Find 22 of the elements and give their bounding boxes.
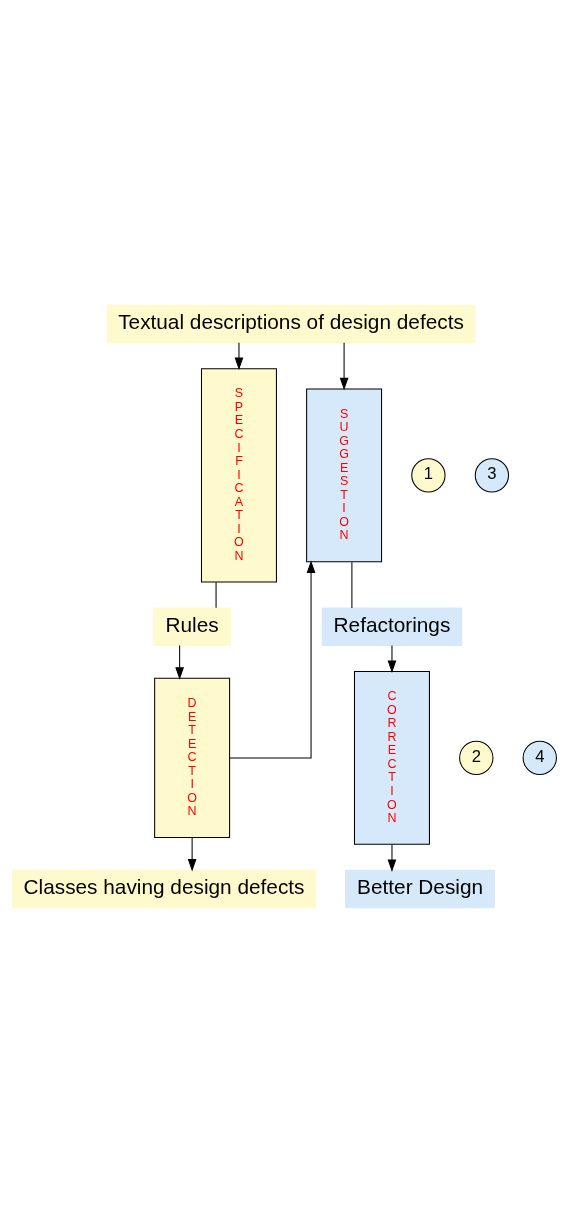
node-circle: 1	[411, 457, 446, 492]
node-circle: 4	[522, 740, 557, 775]
arrow	[175, 644, 184, 680]
node-box: Classes having design defects	[12, 869, 316, 908]
arrow	[229, 559, 316, 758]
arrow	[187, 836, 197, 872]
node-box: Rules	[153, 607, 232, 646]
arrow	[387, 843, 397, 872]
node-box: Textual descriptions of design defects	[106, 304, 476, 343]
arrow	[387, 644, 397, 673]
node-box: CORRECTION	[354, 670, 430, 845]
connector	[351, 561, 353, 608]
node-circle: 2	[459, 740, 494, 775]
node-box: SPECIFICATION	[200, 367, 277, 583]
node-box: Better Design	[345, 869, 495, 908]
connector	[215, 581, 217, 608]
node-box: SUGGESTION	[306, 387, 383, 562]
node-box: Refactorings	[321, 607, 463, 646]
node-box: DETECTION	[154, 677, 231, 838]
node-circle: 3	[474, 457, 510, 492]
arrow	[339, 341, 349, 390]
arrow	[234, 341, 244, 370]
